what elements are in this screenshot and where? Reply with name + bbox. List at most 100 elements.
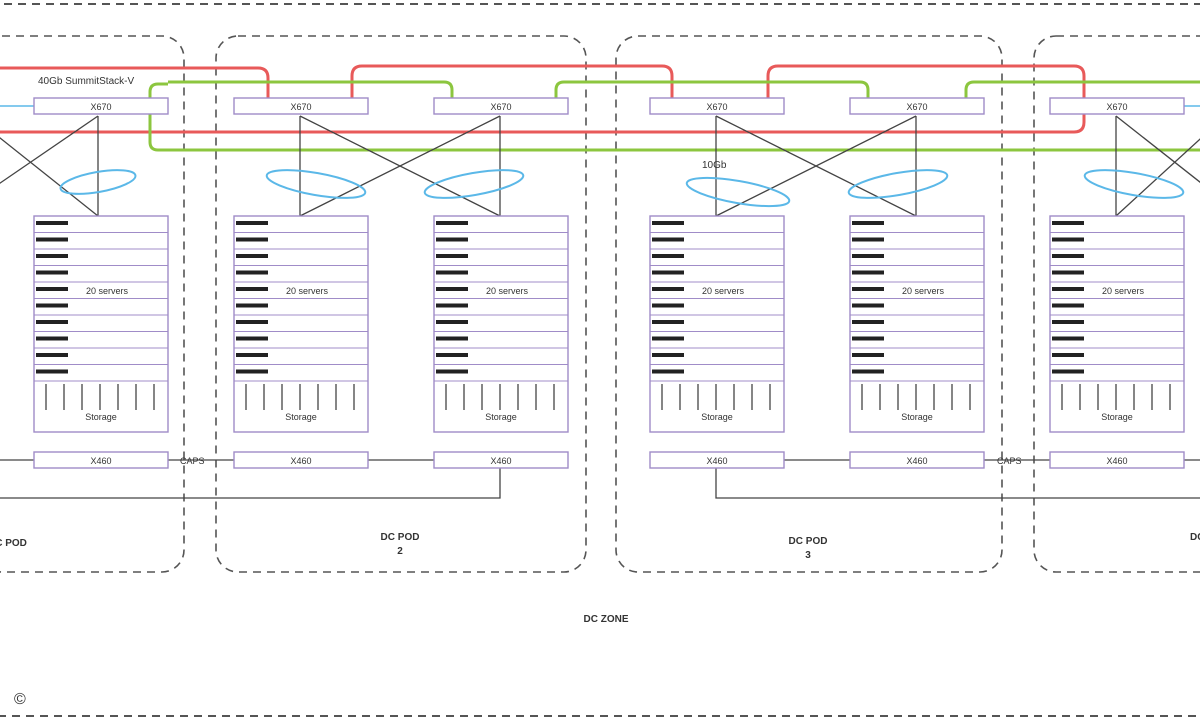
server-unit [36,336,68,341]
server-unit [36,254,68,258]
server-unit [652,320,684,324]
server-unit [36,353,68,357]
dc-pod-2-border [215,35,587,573]
pod-2-label: DC POD [381,532,420,543]
top-switch-label: X670 [290,102,311,112]
bottom-switch-label: X460 [1106,456,1127,466]
server-unit [436,237,468,242]
servers-label: 20 servers [286,286,329,296]
server-unit [436,287,468,291]
server-unit [1052,221,1084,225]
server-unit [36,221,68,225]
server-unit [1052,369,1084,374]
server-unit [852,320,884,324]
top-switch [849,97,985,115]
server-unit [236,303,268,308]
pod-3-number: 3 [805,550,811,561]
server-unit [236,254,268,258]
bottom-switch [433,451,569,469]
top-switch [649,97,785,115]
top-switch-label: X670 [490,102,511,112]
top-switch-label: X670 [90,102,111,112]
server-unit [436,353,468,357]
top-switch [433,97,569,115]
servers-label: 20 servers [902,286,945,296]
servers-label: 20 servers [486,286,529,296]
bottom-switch [33,451,169,469]
top-switch-label: X670 [906,102,927,112]
server-unit [652,353,684,357]
server-unit [852,237,884,242]
storage-label: Storage [901,412,933,422]
storage-label: Storage [485,412,517,422]
pod-4-label: DC POD [1190,532,1200,543]
link-speed-label: 10Gb [702,160,727,171]
server-unit [36,303,68,308]
server-unit [852,287,884,291]
bottom-switch [849,451,985,469]
server-unit [236,369,268,374]
bottom-switch-label: X460 [906,456,927,466]
bottom-switch-label: X460 [90,456,111,466]
server-unit [36,270,68,275]
server-unit [1052,303,1084,308]
servers-label: 20 servers [1102,286,1145,296]
server-unit [436,369,468,374]
server-unit [236,221,268,225]
bottom-switch-label: X460 [706,456,727,466]
dc-pod-3-border [615,35,1003,573]
stack-label: 40Gb SummitStack-V [38,76,134,87]
servers-label: 20 servers [86,286,129,296]
servers-label: 20 servers [702,286,745,296]
server-unit [1052,353,1084,357]
server-unit [236,336,268,341]
bottom-switch [649,451,785,469]
pod-1-label: DC POD [0,538,27,549]
server-unit [652,303,684,308]
server-unit [436,221,468,225]
top-switch [33,97,169,115]
caps-label-2: CAPS [997,456,1022,466]
server-unit [436,270,468,275]
server-unit [652,287,684,291]
dc-zone-border [0,3,1200,717]
bottom-switch-label: X460 [490,456,511,466]
bottom-switch [1049,451,1185,469]
server-unit [852,303,884,308]
server-unit [652,237,684,242]
server-unit [1052,287,1084,291]
server-unit [436,303,468,308]
red-stack-ring [0,64,1086,134]
storage-label: Storage [85,412,117,422]
server-unit [852,369,884,374]
pod-2-number: 2 [397,546,403,557]
server-unit [852,353,884,357]
server-unit [852,336,884,341]
dc-pod-1-border [0,35,185,573]
lag-ellipses [59,169,1185,208]
server-unit [436,320,468,324]
uplink-lines [0,115,1200,217]
server-unit [236,237,268,242]
server-unit [236,320,268,324]
top-switch-label: X670 [1106,102,1127,112]
server-unit [1052,254,1084,258]
server-unit [36,237,68,242]
server-unit [852,221,884,225]
storage-label: Storage [701,412,733,422]
bottom-switch [233,451,369,469]
server-unit [236,287,268,291]
server-unit [236,353,268,357]
server-unit [652,254,684,258]
server-unit [36,369,68,374]
server-unit [1052,270,1084,275]
pod-3-label: DC POD [789,536,828,547]
copyright-mark: © [14,691,26,708]
server-unit [852,270,884,275]
